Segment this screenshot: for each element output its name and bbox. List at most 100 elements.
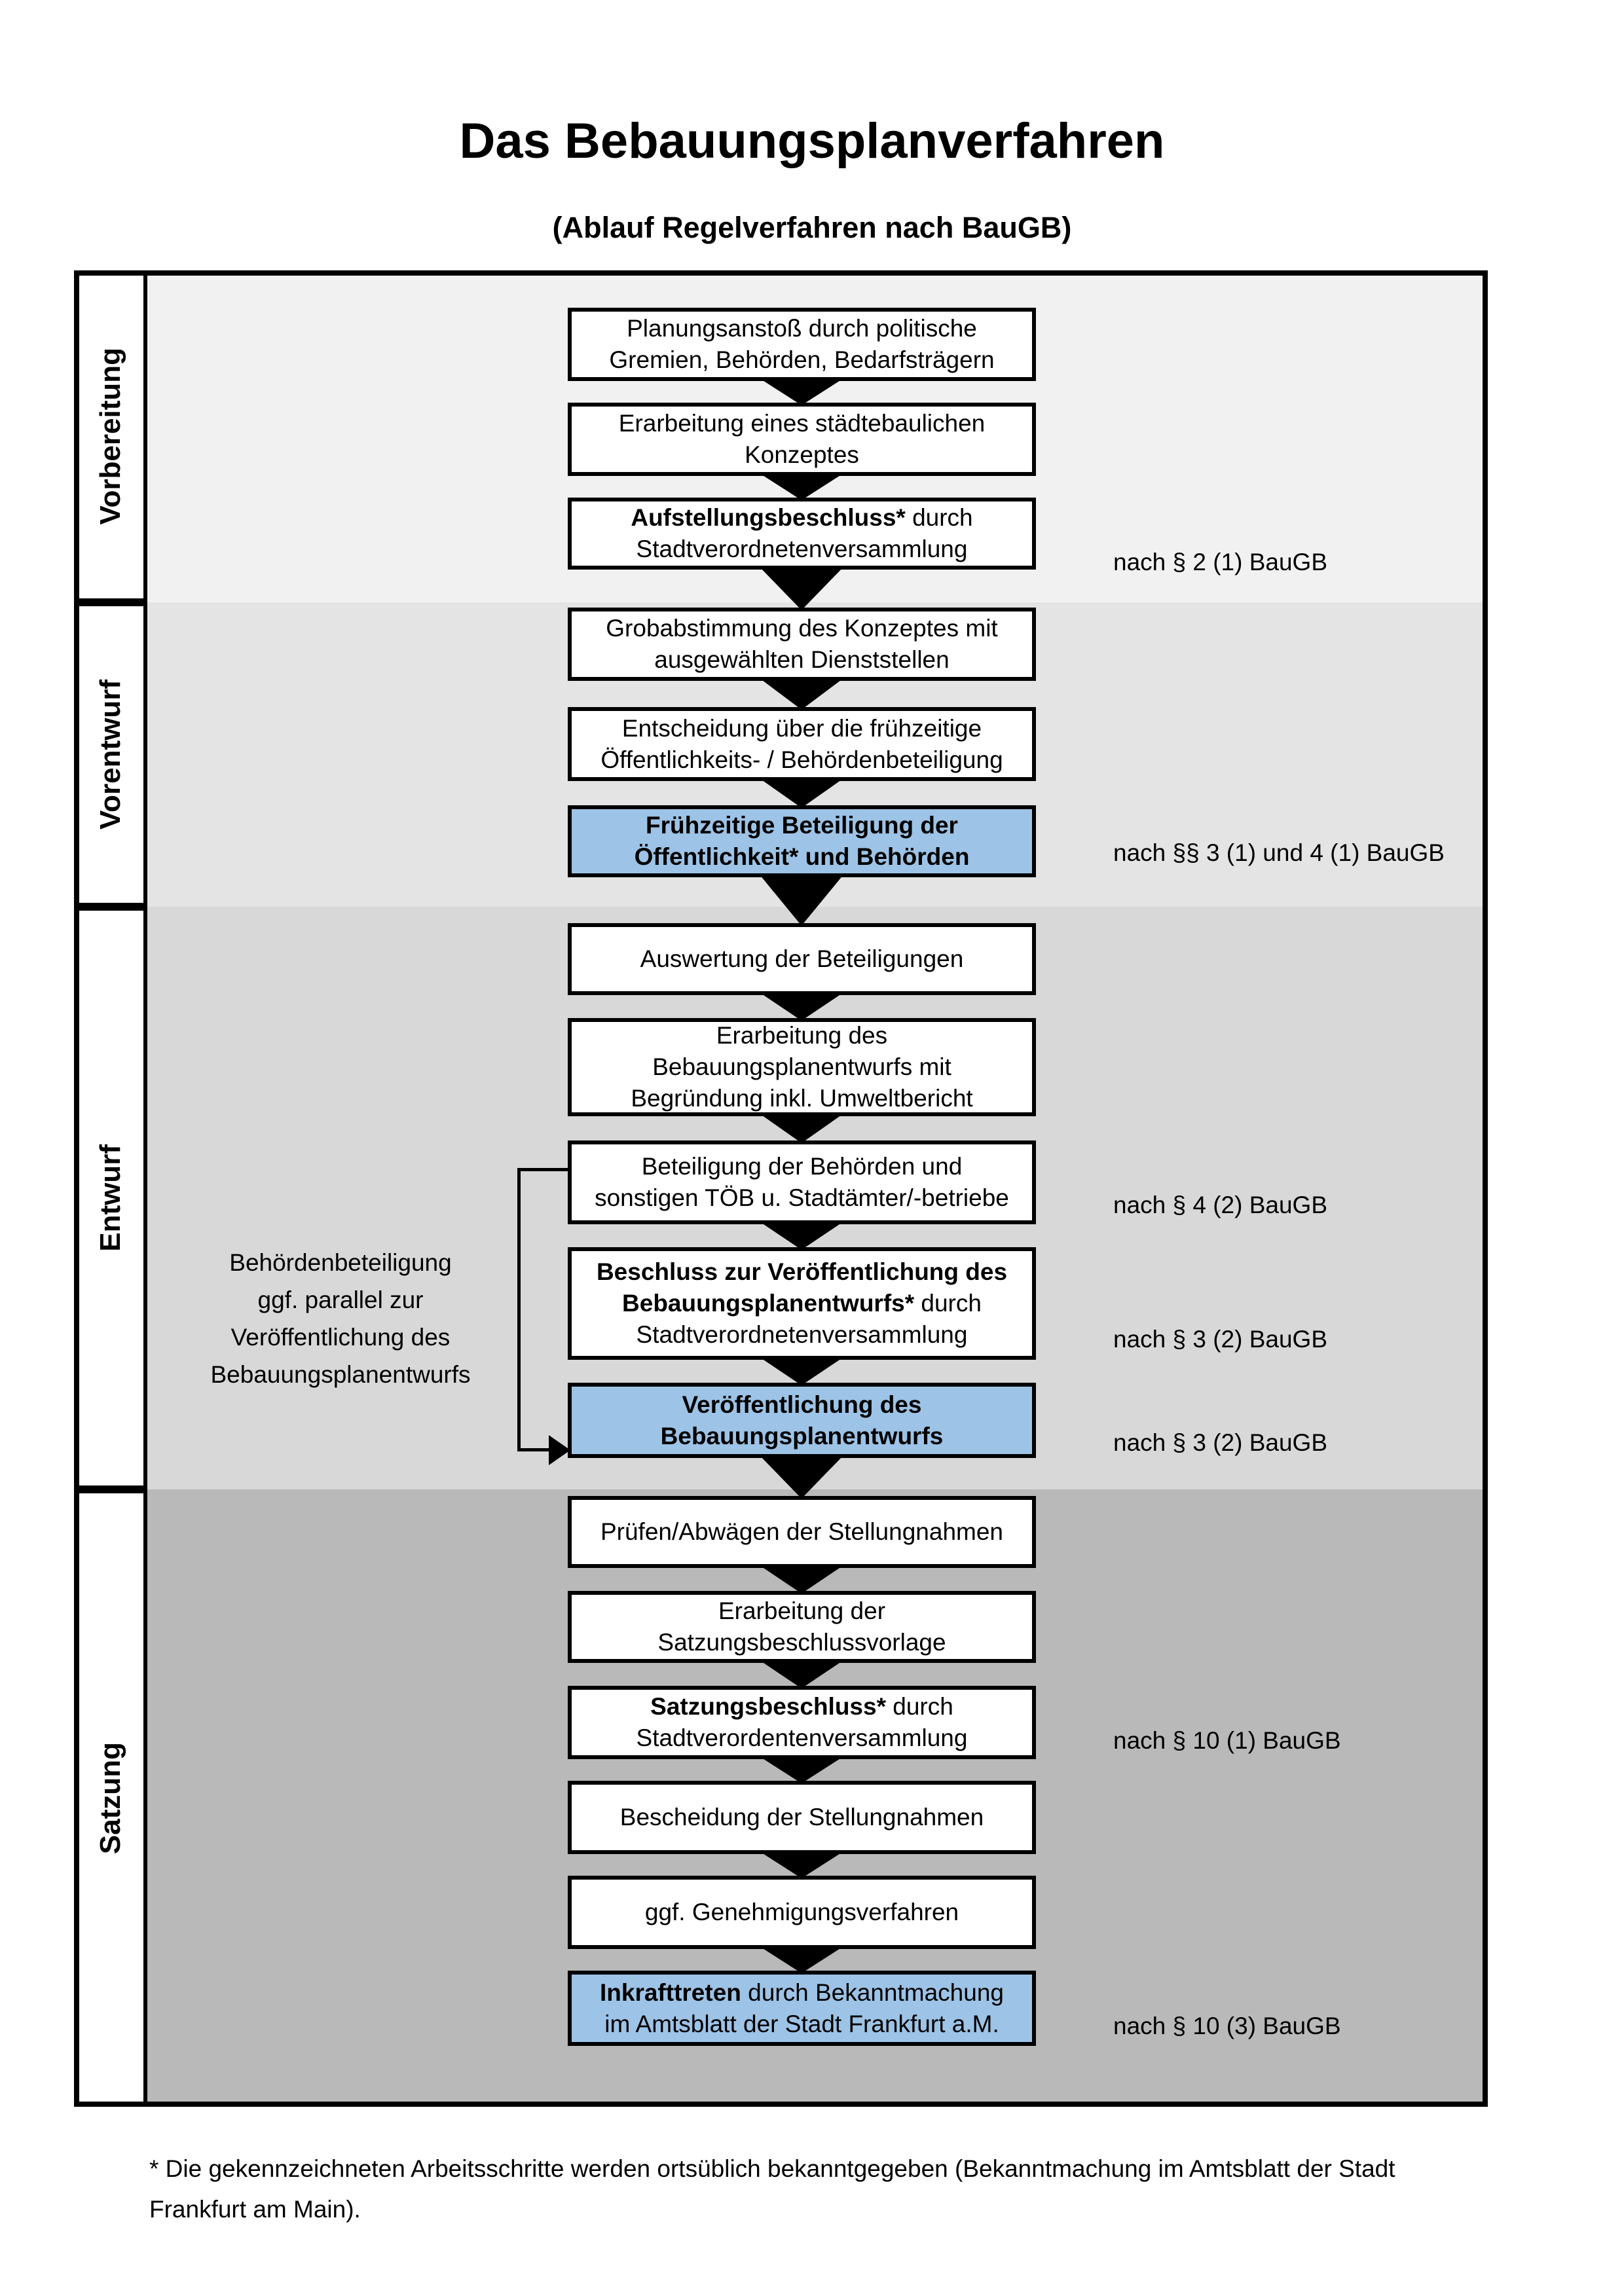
step-line-bold: Satzungsbeschluss* (650, 1693, 886, 1720)
step-line: Prüfen/Abwägen der Stellungnahmen (600, 1518, 1004, 1545)
step-line: Bebauungsplanentwurfs (660, 1422, 944, 1449)
step-line: Erarbeitung der (718, 1597, 886, 1624)
side-note: Behördenbeteiligung ggf. parallel zur Ve… (164, 1244, 517, 1393)
law-reference: nach § 4 (2) BauGB (1113, 1192, 1328, 1218)
step-line-bold: Beschluss zur Veröffentlichung des (596, 1258, 1008, 1285)
step-satzungsbeschlussvorlage: Erarbeitung der Satzungsbeschlussvorlage (568, 1591, 1036, 1663)
phase-label-entwurf: Entwurf (94, 1144, 126, 1252)
step-bescheidung: Bescheidung der Stellungnahmen (568, 1781, 1036, 1854)
page-title: Das Bebauungsplanverfahren (459, 113, 1165, 169)
phase-label-satzung: Satzung (94, 1741, 126, 1855)
step-line: Bebauungsplanentwurfs mit (652, 1053, 951, 1080)
step-line: Entscheidung über die frühzeitige (621, 714, 982, 742)
side-note-line: Bebauungsplanentwurfs (210, 1361, 471, 1388)
phase-cell-vorbereitung: Vorbereitung (74, 270, 147, 602)
side-note-line: ggf. parallel zur (257, 1286, 424, 1313)
connector-arrowhead-icon (549, 1435, 570, 1465)
law-reference: nach § 2 (1) BauGB (1113, 549, 1328, 575)
step-erarbeitung-konzept: Erarbeitung eines städtebaulichen Konzep… (568, 403, 1036, 476)
down-arrow-icon (760, 1455, 843, 1499)
step-beteiligung-behoerden: Beteiligung der Behörden und sonstigen T… (568, 1140, 1036, 1224)
step-line: Öffentlichkeits- / Behördenbeteiligung (600, 746, 1003, 773)
footnote-line: Frankfurt am Main). (149, 2196, 361, 2223)
step-line: Satzungsbeschlussvorlage (657, 1629, 946, 1656)
step-fruehzeitige-beteiligung: Frühzeitige Beteiligung der Öffentlichke… (568, 805, 1036, 877)
step-line: ausgewählten Dienststellen (654, 646, 950, 673)
down-arrow-icon (760, 1357, 843, 1385)
step-line-rest: durch (914, 1290, 982, 1317)
down-arrow-icon (760, 1660, 843, 1688)
step-line: ggf. Genehmigungsverfahren (644, 1899, 959, 1925)
down-arrow-icon (760, 1114, 843, 1143)
law-reference: nach § 10 (1) BauGB (1113, 1727, 1341, 1754)
down-arrow-icon (760, 1565, 843, 1594)
step-line: Aufstellungsbeschluss* durch (631, 502, 972, 534)
step-line: Satzungsbeschluss* durch (650, 1691, 953, 1722)
connector-line (517, 1448, 550, 1451)
law-reference: nach § 3 (2) BauGB (1113, 1326, 1328, 1353)
page-subtitle: (Ablauf Regelverfahren nach BauGB) (552, 211, 1072, 244)
step-line-bold: Bebauungsplanentwurfs* (622, 1290, 915, 1317)
step-line-rest: durch (886, 1693, 953, 1720)
down-arrow-icon (760, 678, 843, 710)
step-pruefen-abwaegen: Prüfen/Abwägen der Stellungnahmen (568, 1496, 1036, 1568)
step-line: Grobabstimmung des Konzeptes mit (606, 615, 998, 642)
phase-cell-vorentwurf: Vorentwurf (74, 602, 147, 907)
footnote: * Die gekennzeichneten Arbeitsschritte w… (149, 2149, 1538, 2230)
step-line: Veröffentlichung des (682, 1391, 922, 1418)
phase-cell-entwurf: Entwurf (74, 907, 147, 1489)
step-line: Öffentlichkeit* und Behörden (634, 843, 970, 870)
step-line: Erarbeitung des (716, 1022, 888, 1049)
step-line: Stadtverordentenversammlung (636, 1724, 968, 1751)
law-reference: nach § 3 (2) BauGB (1113, 1429, 1328, 1456)
step-planungsanstoss: Planungsanstoß durch politische Gremien,… (568, 308, 1036, 381)
step-line: Bebauungsplanentwurfs* durch (622, 1288, 982, 1319)
step-line: Erarbeitung eines städtebaulichen (618, 410, 986, 437)
step-beschluss-veroeffentlichung: Beschluss zur Veröffentlichung des Bebau… (568, 1247, 1036, 1360)
step-line: Inkrafttreten durch Bekanntmachung (600, 1977, 1004, 2009)
down-arrow-icon (760, 473, 843, 500)
down-arrow-icon (760, 993, 843, 1021)
step-erarbeitung-entwurf: Erarbeitung des Bebauungsplanentwurfs mi… (568, 1018, 1036, 1116)
down-arrow-icon (760, 378, 843, 405)
law-reference: nach §§ 3 (1) und 4 (1) BauGB (1113, 839, 1445, 866)
step-line-bold: Inkrafttreten (600, 1978, 741, 2006)
connector-line (517, 1168, 521, 1451)
step-line-rest: durch (905, 504, 973, 531)
step-inkrafttreten: Inkrafttreten durch Bekanntmachung im Am… (568, 1971, 1036, 2046)
step-line: Begründung inkl. Umweltbericht (631, 1085, 973, 1112)
down-arrow-icon (760, 778, 843, 808)
step-genehmigungsverfahren: ggf. Genehmigungsverfahren (568, 1876, 1036, 1949)
connector-line (517, 1168, 568, 1171)
step-line: Stadtverordnetenversammlung (636, 536, 968, 562)
step-line: sonstigen TÖB u. Stadtämter/-betriebe (595, 1184, 1009, 1211)
step-line: Gremien, Behörden, Bedarfsträgern (609, 346, 995, 373)
step-line: im Amtsblatt der Stadt Frankfurt a.M. (604, 2010, 999, 2037)
step-line: Frühzeitige Beteiligung der (646, 812, 958, 839)
step-line: Stadtverordnetenversammlung (636, 1321, 968, 1348)
side-note-line: Behördenbeteiligung (229, 1249, 452, 1276)
phase-cell-satzung: Satzung (74, 1489, 147, 2107)
down-arrow-icon (760, 1851, 843, 1878)
step-line: Beteiligung der Behörden und (641, 1153, 963, 1180)
down-arrow-icon (760, 1757, 843, 1783)
side-note-line: Veröffentlichung des (231, 1324, 451, 1351)
down-arrow-icon (760, 875, 843, 926)
step-aufstellungsbeschluss: Aufstellungsbeschluss* durch Stadtverord… (568, 498, 1036, 570)
step-line-bold: Aufstellungsbeschluss* (631, 504, 906, 531)
step-veroeffentlichung: Veröffentlichung des Bebauungsplanentwur… (568, 1383, 1036, 1458)
down-arrow-icon (760, 1222, 843, 1250)
step-line: Planungsanstoß durch politische (627, 315, 977, 342)
phase-label-vorentwurf: Vorentwurf (94, 680, 126, 829)
down-arrow-icon (760, 567, 843, 610)
step-line-rest: durch Bekanntmachung (741, 1978, 1004, 2006)
step-auswertung: Auswertung der Beteiligungen (568, 923, 1036, 995)
phase-label-vorbereitung: Vorbereitung (94, 348, 126, 525)
step-line: Bescheidung der Stellungnahmen (619, 1804, 984, 1831)
step-satzungsbeschluss: Satzungsbeschluss* durch Stadtverordente… (568, 1686, 1036, 1759)
down-arrow-icon (760, 1946, 843, 1973)
step-entscheidung-beteiligung: Entscheidung über die frühzeitige Öffent… (568, 707, 1036, 781)
step-line: Konzeptes (745, 441, 859, 468)
step-line: Auswertung der Beteiligungen (640, 945, 964, 972)
